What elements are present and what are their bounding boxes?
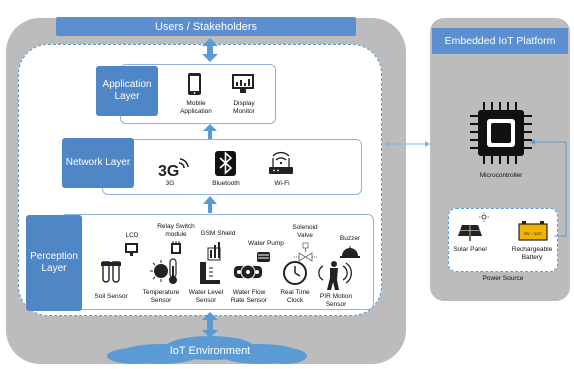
water-flow-sensor-label: Water Flow Rate Sensor: [230, 289, 268, 304]
solar-panel-label: Solar Panel: [453, 246, 487, 253]
buzzer-label: Buzzer: [339, 235, 361, 242]
wifi-router-icon: [269, 151, 293, 174]
soil-sensor-label: Soil Sensor: [94, 293, 128, 300]
network-layer-label: Network Layer: [62, 138, 134, 188]
rechargeable-battery-label: Rechargeable Battery: [511, 246, 553, 261]
microcontroller-icon: [470, 102, 532, 164]
gsm-shield-icon: [207, 242, 221, 261]
users-stakeholders-bar: Users / Stakeholders: [56, 17, 356, 36]
temperature-sensor-label: Temperature Sensor: [142, 289, 180, 304]
3g-icon: 3G: [158, 158, 189, 180]
water-level-sensor-icon: [200, 262, 220, 284]
battery-icon: 5V - 12V: [518, 221, 548, 241]
real-time-clock-icon: [283, 261, 307, 285]
solar-panel-icon: [458, 212, 489, 241]
platform-link: [384, 141, 430, 147]
environment-arrow: [202, 312, 218, 338]
network-perception-arrow: [203, 196, 217, 213]
monitor-icon: [232, 74, 254, 93]
solenoid-valve-icon: [294, 242, 317, 262]
wifi-label: Wi-Fi: [274, 180, 290, 187]
users-application-arrow: [202, 38, 218, 62]
lcd-icon: [125, 243, 138, 256]
relay-switch-label: Relay Switch module: [157, 223, 195, 238]
power-source-label: Power Source: [482, 275, 524, 282]
water-pump-label: Water Pump: [248, 240, 284, 247]
relay-switch-icon: [171, 241, 181, 254]
iot-environment-label: IoT Environment: [169, 345, 251, 357]
water-pump-icon: [257, 252, 270, 262]
svg-text:3G: 3G: [158, 163, 179, 180]
temperature-sensor-icon: [150, 258, 177, 284]
water-flow-sensor-icon: [234, 264, 262, 280]
soil-sensor-icon: [101, 261, 121, 283]
display-monitor-label: Display Monitor: [233, 100, 255, 115]
application-network-arrow: [203, 124, 217, 139]
real-time-clock-label: Real Time Clock: [280, 289, 310, 304]
pir-motion-sensor-icon: [318, 261, 352, 290]
microcontroller-label: Microcontroller: [479, 172, 523, 179]
mobile-application-label: Mobile Application: [180, 100, 212, 115]
lcd-label: LCD: [125, 232, 139, 239]
layer-arrows: [202, 38, 218, 338]
bluetooth-label: Bluetooth: [212, 180, 240, 187]
embedded-iot-platform-title: Embedded IoT Platform: [432, 28, 568, 54]
gsm-shield-label: GSM Shield: [200, 230, 236, 237]
battery-link: [530, 139, 567, 237]
perception-layer-label: Perception Layer: [26, 215, 82, 311]
battery-voltage-text: 5V - 12V: [524, 231, 542, 236]
smartphone-icon: [188, 73, 201, 95]
pir-motion-sensor-label: PIR Motion Sensor: [319, 293, 353, 308]
water-level-sensor-label: Water Level Sensor: [188, 289, 224, 304]
buzzer-icon: [340, 246, 360, 258]
solenoid-valve-label: Solenoid Valve: [292, 224, 318, 239]
application-layer-label: Application Layer: [96, 66, 158, 116]
cloud-icon: [107, 336, 307, 364]
bluetooth-icon: [215, 151, 236, 176]
3g-label: 3G: [165, 180, 175, 187]
